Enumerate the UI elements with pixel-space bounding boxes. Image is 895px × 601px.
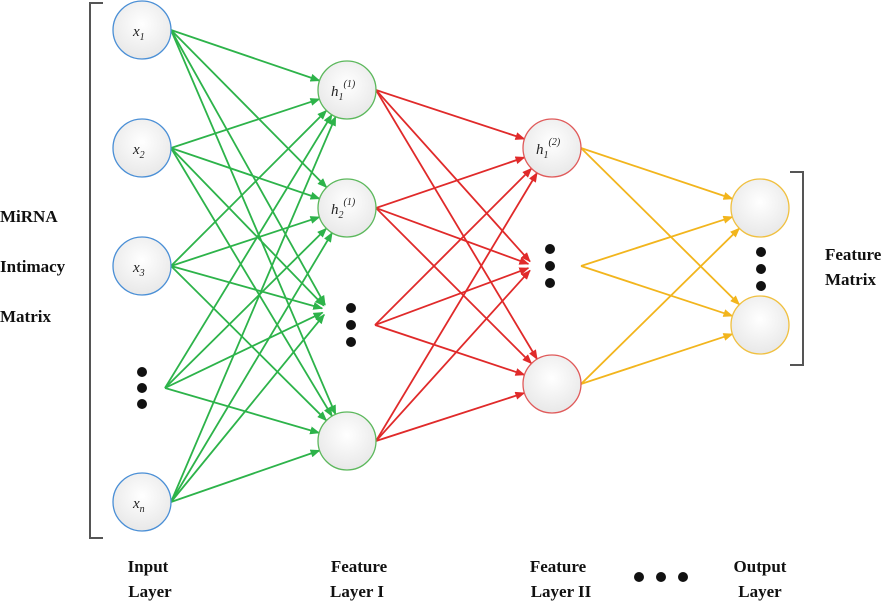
ellipsis-feature2 [545,244,555,288]
layer-label-input-1: Input [128,557,169,576]
edge-f2-1-to-out-0 [580,227,741,385]
edge-input-4-to-f1-2 [164,387,321,435]
output-node-1 [730,178,790,238]
edge-f2-2-to-out-1 [580,265,734,317]
input-node-2-label: x2 [132,142,145,161]
edge-input-4-to-f1-0 [164,113,333,389]
edge-input-2-to-f1-3 [170,265,324,310]
input-node-4-label: xn [132,496,145,515]
layer-label-output-2: Layer [738,582,782,601]
right-label-line1: Feature [825,245,882,264]
feature2-node-1: h1(2) [522,118,582,178]
layer-label-feature1-1: Feature [331,557,388,576]
edge-input-0-to-f1-0 [170,29,321,82]
edge-f2-0-to-out-1 [580,147,741,306]
output-bracket [790,171,804,366]
input-node-2: x2 [112,118,172,178]
edge-input-2-to-f1-0 [170,109,328,267]
edge-f1-1-to-f2-2 [375,207,530,265]
input-node-3-label: x3 [132,260,145,279]
feature1-node-1: h1(1) [317,60,377,120]
edge-f1-2-to-f2-1 [375,391,526,442]
ellipsis-layers [634,572,688,582]
edge-f1-3-to-f2-1 [374,324,526,376]
edge-input-2-to-f1-2 [170,265,328,422]
edge-f1-0-to-f2-0 [375,89,526,140]
feature2-node-2 [522,354,582,414]
layer-label-feature2-1: Feature [530,557,587,576]
input-bracket [89,2,103,539]
edge-input-0-to-f1-2 [170,29,337,416]
edge-input-0-to-f1-1 [170,29,328,189]
edge-input-3-to-f1-0 [170,115,337,503]
layer-label-feature2-2: Layer II [531,582,592,601]
input-node-1-label: x1 [132,24,145,43]
left-label-line1: MiRNA [0,207,58,226]
left-label-line2: Intimacy [0,257,66,276]
edge-input-3-to-f1-1 [170,232,333,503]
ellipsis-input [137,367,147,409]
feature1-node-3 [317,411,377,471]
output-node-2 [730,295,790,355]
ellipsis-output [756,247,766,291]
edge-input-1-to-f1-1 [170,147,321,200]
feature2-node-1-label: h1(2) [536,137,561,161]
network-nodes: x1 x2 x3 xn h1(1) h2(1) h1(2) [112,0,790,532]
edge-f2-0-to-out-0 [580,147,734,200]
edge-f1-0-to-f2-2 [375,89,531,263]
feature1-node-2-label: h2(1) [331,197,356,221]
edge-input-3-to-f1-3 [170,313,325,503]
ellipsis-feature1 [346,303,356,347]
input-node-1: x1 [112,0,172,60]
edge-f1-0-to-f2-1 [375,89,538,360]
edge-input-3-to-f1-2 [170,449,321,503]
edge-input-2-to-f1-1 [170,216,321,267]
edge-f1-1-to-f2-1 [375,207,533,365]
feature1-node-2: h2(1) [317,178,377,238]
feature1-node-1-label: h1(1) [331,79,356,103]
edge-f1-3-to-f2-2 [374,267,530,326]
connection-edges [164,29,741,503]
edge-f1-2-to-f2-2 [375,269,531,442]
edge-input-1-to-f1-3 [170,147,325,307]
edge-f2-1-to-out-1 [580,333,734,385]
right-label-line2: Matrix [825,270,876,289]
edge-input-0-to-f1-3 [170,29,326,306]
edge-f1-1-to-f2-0 [375,156,526,209]
input-node-4: xn [112,472,172,532]
layer-label-feature1-2: Layer I [330,582,384,601]
edge-input-4-to-f1-1 [164,227,328,389]
edge-input-1-to-f1-0 [170,98,321,149]
edge-f1-2-to-f2-0 [375,172,538,442]
edge-input-4-to-f1-3 [164,311,324,389]
edge-f2-2-to-out-0 [580,215,734,267]
input-node-3: x3 [112,236,172,296]
layer-label-output-1: Output [734,557,787,576]
left-label-line3: Matrix [0,307,51,326]
edge-f1-3-to-f2-0 [374,167,533,326]
layer-label-input-2: Layer [128,582,172,601]
edge-input-1-to-f1-2 [170,147,333,417]
